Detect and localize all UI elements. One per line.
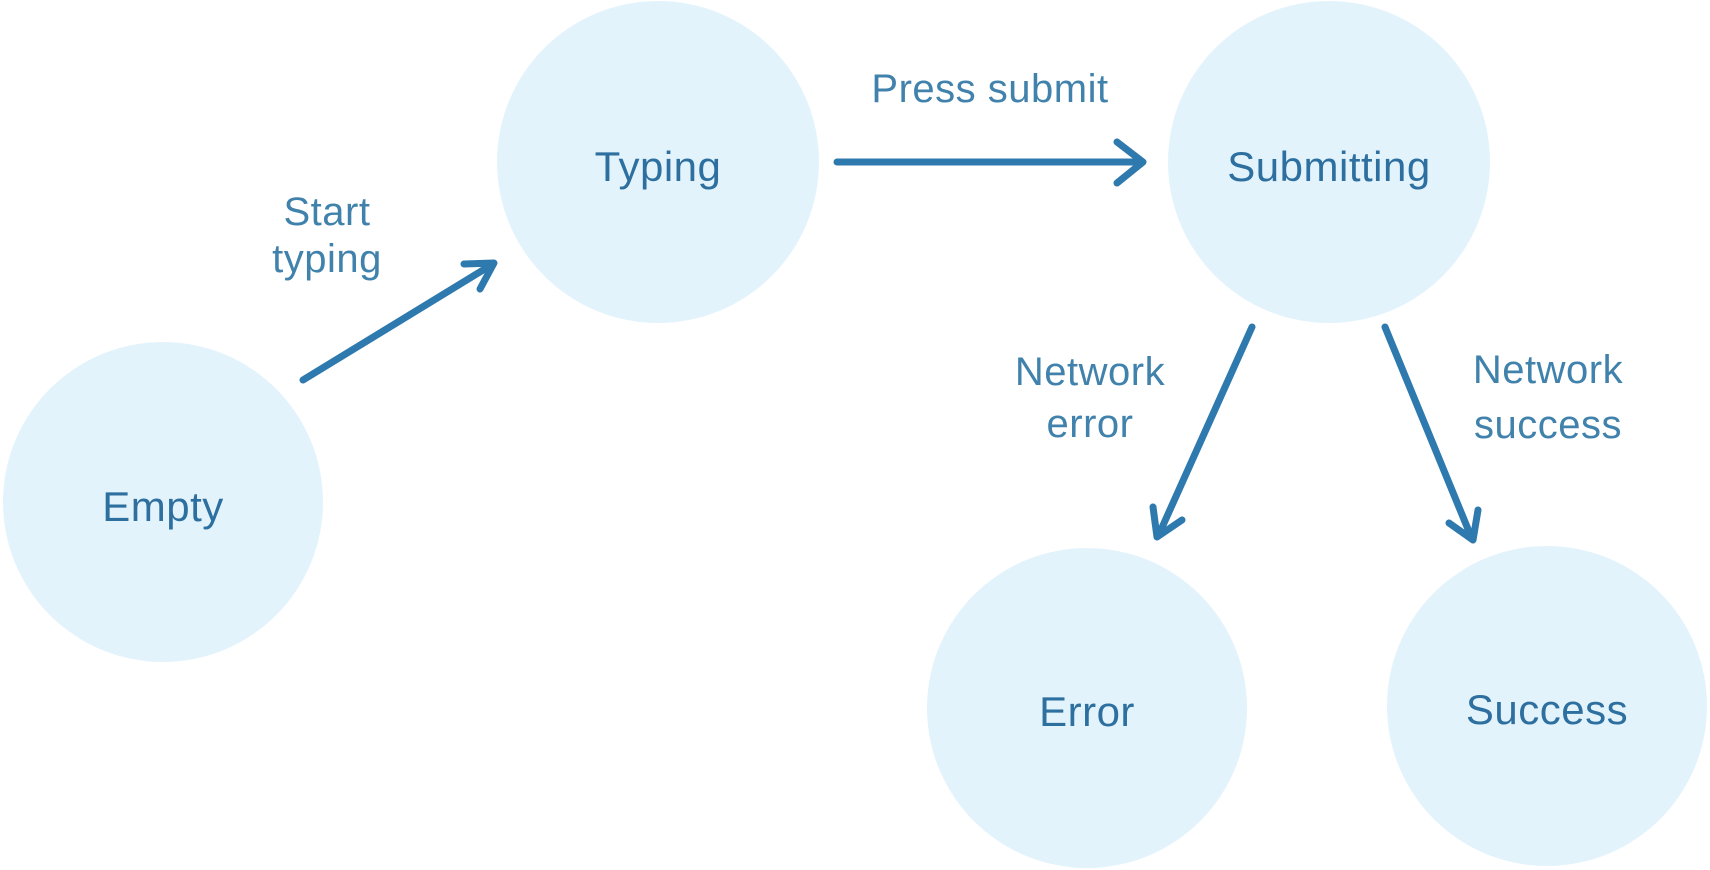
- state-node-success: Success: [1387, 546, 1707, 866]
- transition-press-submit: Press submit: [833, 67, 1147, 187]
- empty-node-label: Empty: [102, 483, 224, 530]
- network-error-label-line2: error: [1047, 402, 1134, 446]
- state-node-typing: Typing: [497, 1, 819, 323]
- empty-node-circle: [3, 342, 323, 662]
- network-success-arrow-line: [1381, 323, 1474, 538]
- network-success-label-line2: success: [1474, 403, 1622, 447]
- network-error-arrowhead-icon: [1149, 503, 1186, 541]
- network-success-label-line1: Network: [1473, 348, 1624, 392]
- transition-start-typing: Start typing: [272, 190, 498, 384]
- submitting-node-label: Submitting: [1227, 143, 1430, 190]
- transition-network-error: Network error: [1015, 323, 1256, 541]
- press-submit-arrowhead-icon: [1113, 138, 1147, 187]
- press-submit-label: Press submit: [871, 67, 1108, 111]
- state-node-submitting: Submitting: [1168, 1, 1490, 323]
- start-typing-arrow-line: [299, 263, 492, 384]
- start-typing-label-line1: Start: [284, 190, 371, 234]
- success-node-label: Success: [1466, 686, 1628, 733]
- success-node-circle: [1387, 546, 1707, 866]
- transition-network-success: Network success: [1381, 323, 1624, 544]
- error-node-circle: [927, 548, 1247, 868]
- start-typing-arrowhead-icon: [460, 259, 498, 293]
- network-success-arrowhead-icon: [1445, 506, 1482, 544]
- typing-node-label: Typing: [595, 143, 722, 190]
- network-error-label-line1: Network: [1015, 350, 1166, 394]
- network-error-arrow-line: [1156, 323, 1256, 536]
- state-node-empty: Empty: [3, 342, 323, 662]
- typing-node-circle: [497, 1, 819, 323]
- submitting-node-circle: [1168, 1, 1490, 323]
- error-node-label: Error: [1039, 688, 1135, 735]
- state-node-error: Error: [927, 548, 1247, 868]
- start-typing-label-line2: typing: [272, 237, 382, 281]
